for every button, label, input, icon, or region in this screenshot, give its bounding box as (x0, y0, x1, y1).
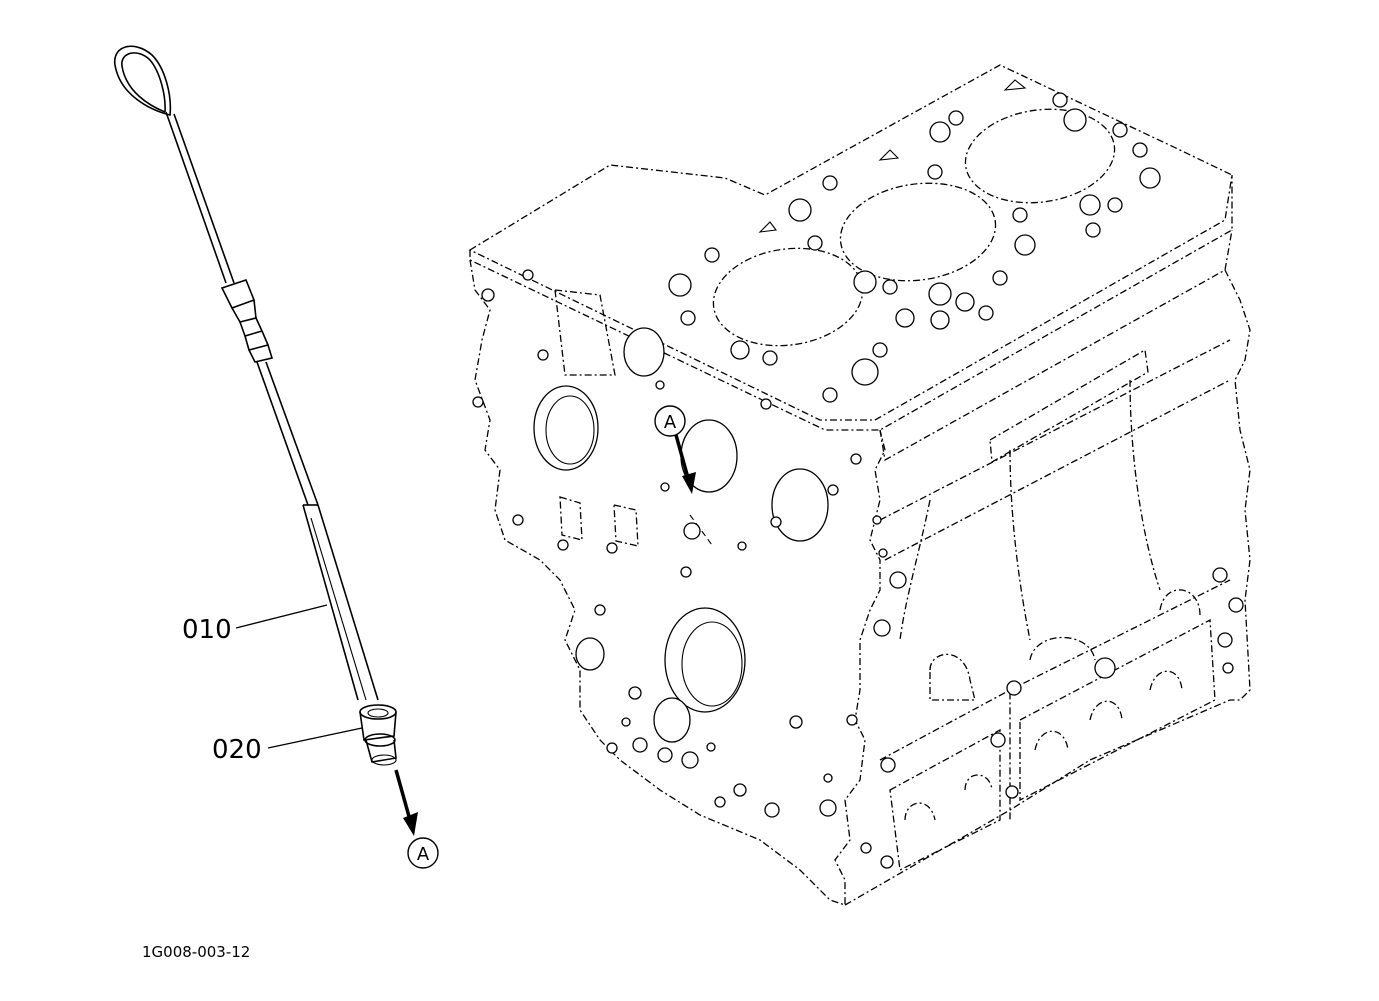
callout-010-label: 010 (182, 615, 232, 645)
svg-text:A: A (417, 844, 430, 865)
callout-020-label: 020 (212, 735, 262, 765)
ref-a-upper-marker: A (654, 405, 686, 437)
engine-block-icon (468, 64, 1251, 906)
callout-010-leader (235, 604, 328, 629)
dipstick-icon[interactable] (114, 45, 379, 701)
ref-a-lower-marker: A (407, 837, 439, 869)
arrow-icon (394, 769, 418, 836)
drawing-number: 1G008-003-12 (142, 943, 250, 961)
callout-020-leader (267, 727, 363, 749)
svg-text:A: A (664, 412, 677, 433)
arrow-icon (674, 434, 696, 494)
dipstick-guide-icon[interactable] (359, 704, 397, 766)
